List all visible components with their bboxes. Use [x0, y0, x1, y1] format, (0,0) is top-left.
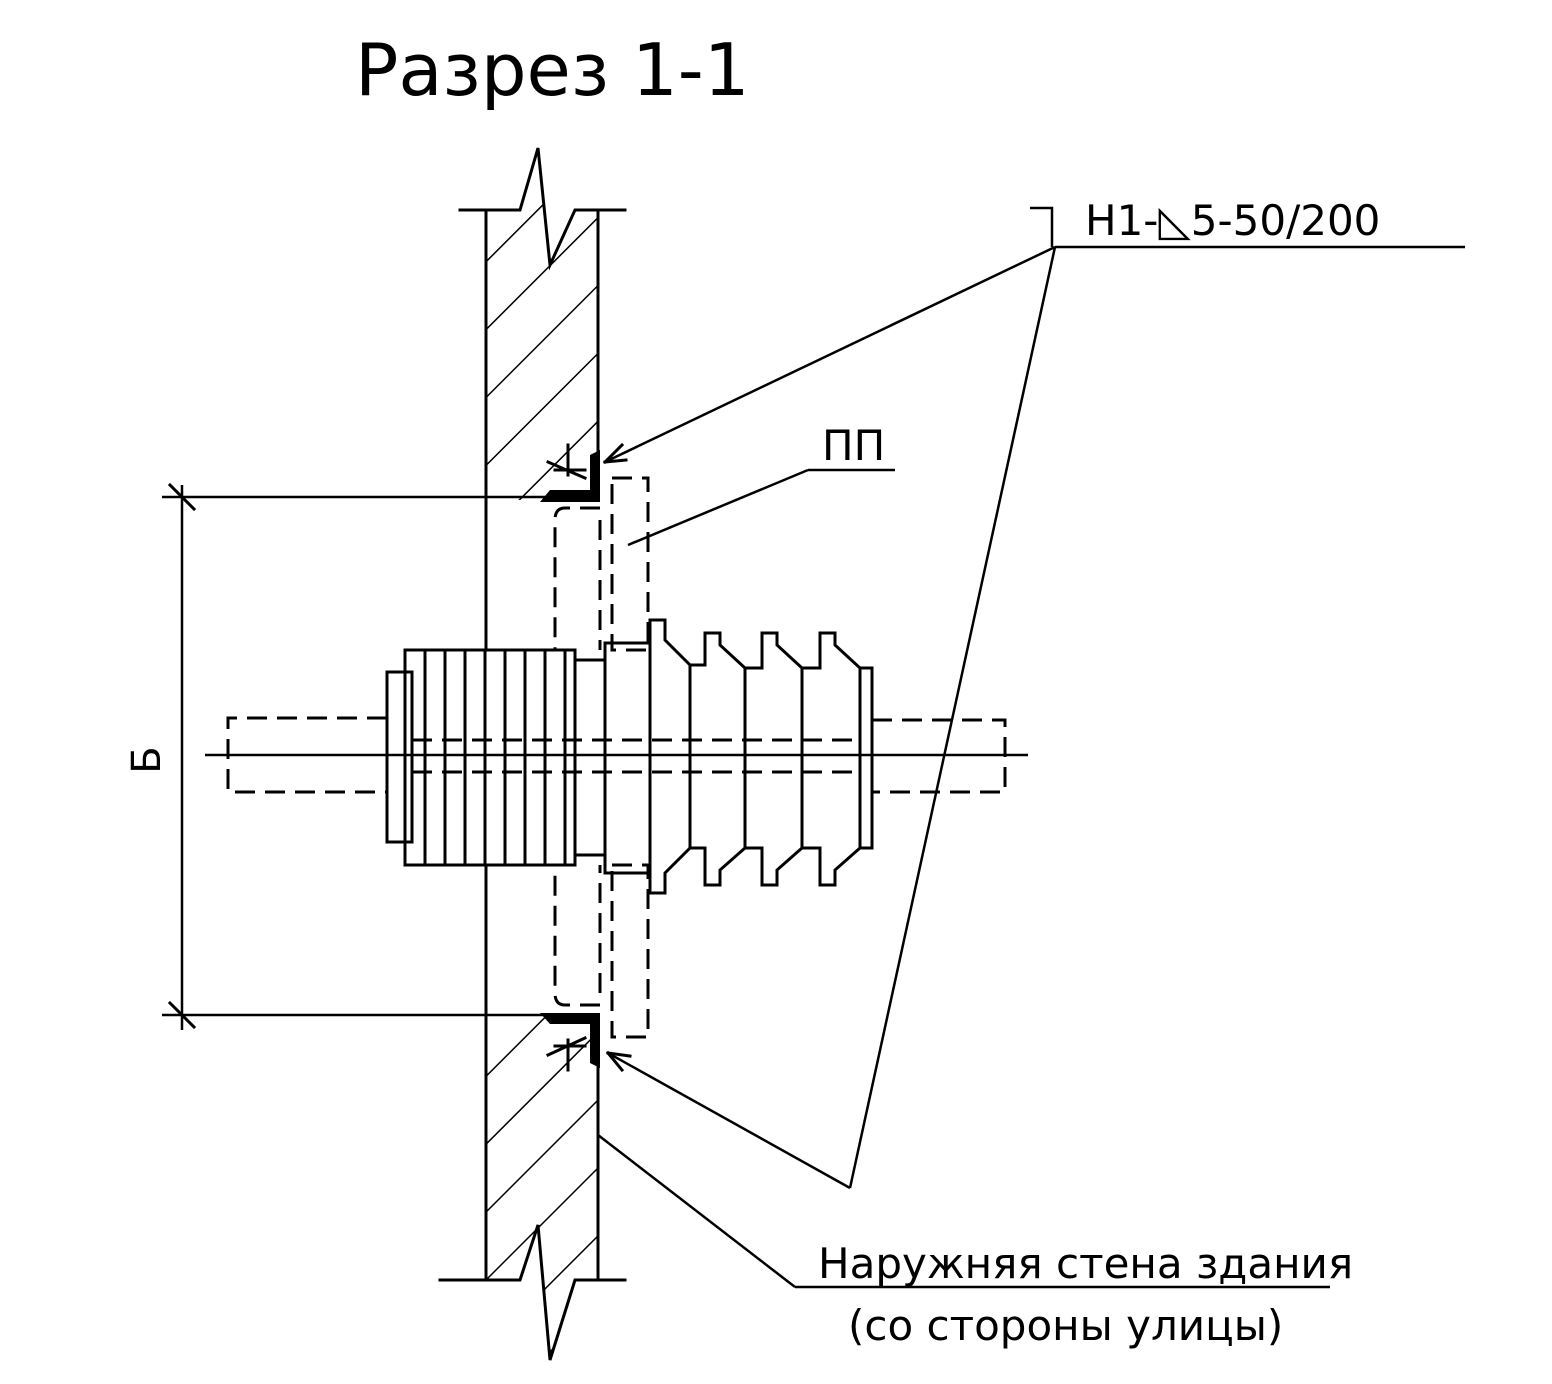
wall-section-upper	[458, 147, 627, 502]
weld-lower	[540, 1013, 600, 1072]
weld-note: Н1-◺5-50/200	[1085, 196, 1380, 245]
pp-leader	[627, 468, 895, 547]
bushing-outer-sheds	[648, 618, 874, 895]
wall-label-line1: Наружняя стена здания	[818, 1239, 1353, 1288]
drawing-title: Разрез 1-1	[355, 28, 750, 112]
wall-section-lower	[438, 1013, 627, 1361]
embedded-frame	[553, 476, 650, 1039]
dimension-label: Б	[124, 746, 170, 773]
wall-label-line2: (со стороны улицы)	[848, 1301, 1283, 1350]
dimension-b	[162, 482, 598, 1030]
part-mark: ПП	[822, 421, 885, 470]
bushing-inner	[385, 641, 652, 875]
wall-leader	[597, 1134, 1330, 1289]
weld-upper	[540, 443, 600, 502]
weld-leader	[602, 206, 1465, 1190]
